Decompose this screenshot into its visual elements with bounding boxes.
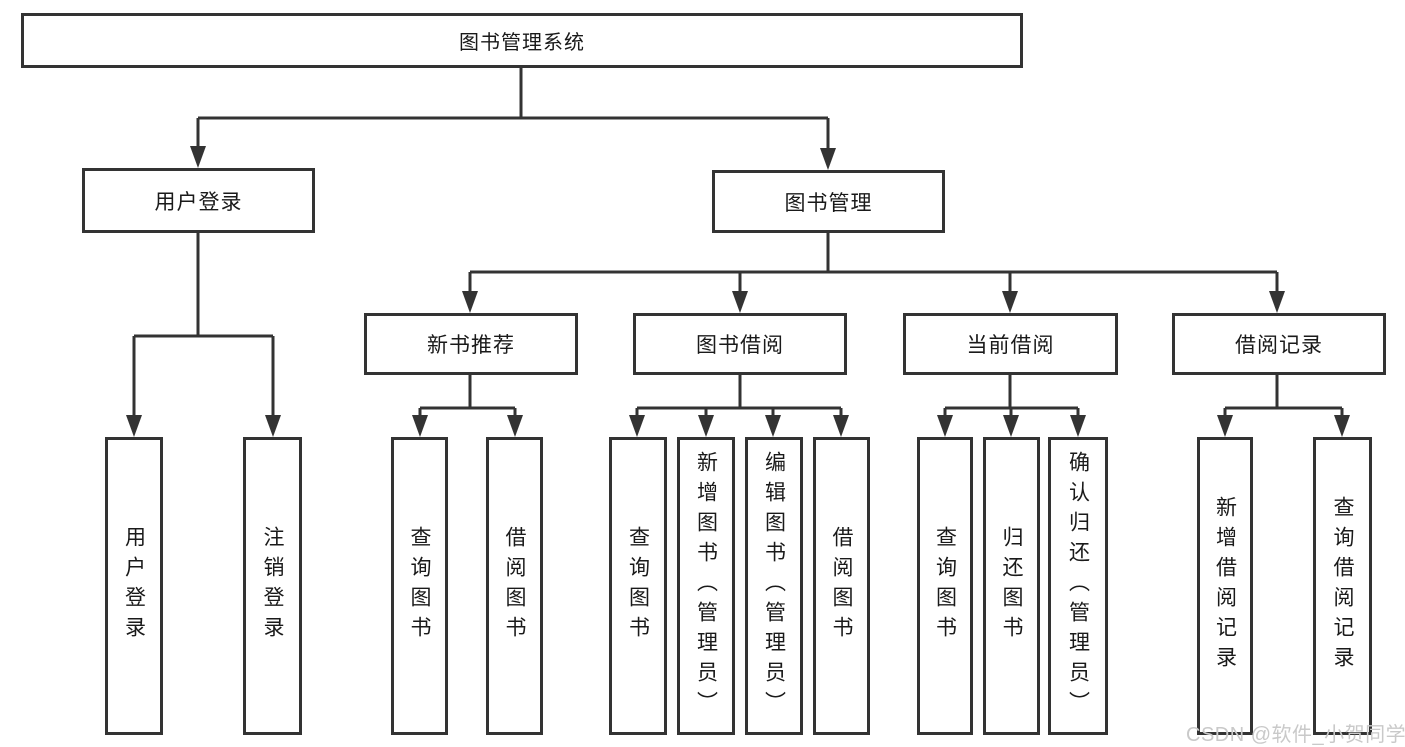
node-book-borrow: 图书借阅 (633, 313, 847, 375)
csdn-watermark: CSDN @软件_小贺同学 (1186, 724, 1405, 746)
leaf-nbr-borrow-book: 借阅图书 (486, 437, 543, 735)
node-book-mgmt-branch-label: 图书管理 (784, 191, 873, 215)
leaf-bb-add-book-label: 新增图书（管理员） (694, 451, 718, 721)
leaf-logout: 注销登录 (243, 437, 302, 735)
leaf-bb-edit-book: 编辑图书（管理员） (745, 437, 803, 735)
node-book-mgmt-branch: 图书管理 (712, 170, 945, 233)
leaf-bb-add-book: 新增图书（管理员） (677, 437, 735, 735)
leaf-br-add-record: 新增借阅记录 (1197, 437, 1253, 735)
leaf-user-login-label: 用户登录 (122, 526, 146, 646)
leaf-cb-confirm-return: 确认归还（管理员） (1048, 437, 1108, 735)
leaf-br-add-record-label: 新增借阅记录 (1213, 496, 1237, 676)
leaf-bb-borrow-book: 借阅图书 (813, 437, 870, 735)
leaf-br-query-record: 查询借阅记录 (1313, 437, 1372, 735)
node-new-book-recommend-label: 新书推荐 (427, 334, 515, 357)
leaf-nbr-query-book-label: 查询图书 (408, 526, 431, 646)
node-current-borrow: 当前借阅 (903, 313, 1118, 375)
leaf-cb-query-book-label: 查询图书 (933, 526, 957, 646)
leaf-logout-label: 注销登录 (261, 526, 284, 646)
node-user-login-branch: 用户登录 (82, 168, 315, 233)
leaf-cb-return-book: 归还图书 (983, 437, 1040, 735)
node-new-book-recommend: 新书推荐 (364, 313, 578, 375)
leaf-cb-confirm-return-label: 确认归还（管理员） (1066, 451, 1090, 721)
node-user-login-branch-label: 用户登录 (154, 190, 243, 214)
node-current-borrow-label: 当前借阅 (966, 334, 1055, 357)
leaf-cb-return-book-label: 归还图书 (1000, 526, 1023, 646)
node-book-borrow-label: 图书借阅 (696, 334, 784, 357)
leaf-bb-query-book: 查询图书 (609, 437, 667, 735)
leaf-bb-borrow-book-label: 借阅图书 (830, 526, 853, 646)
node-root-system: 图书管理系统 (21, 13, 1023, 68)
leaf-bb-query-book-label: 查询图书 (626, 526, 650, 646)
leaf-nbr-query-book: 查询图书 (391, 437, 448, 735)
node-borrow-record: 借阅记录 (1172, 313, 1386, 375)
leaf-bb-edit-book-label: 编辑图书（管理员） (762, 451, 786, 721)
node-borrow-record-label: 借阅记录 (1235, 334, 1323, 357)
leaf-user-login: 用户登录 (105, 437, 163, 735)
node-root-label: 图书管理系统 (459, 32, 585, 54)
leaf-cb-query-book: 查询图书 (917, 437, 973, 735)
leaf-nbr-borrow-book-label: 借阅图书 (503, 526, 526, 646)
leaf-br-query-record-label: 查询借阅记录 (1331, 496, 1354, 676)
